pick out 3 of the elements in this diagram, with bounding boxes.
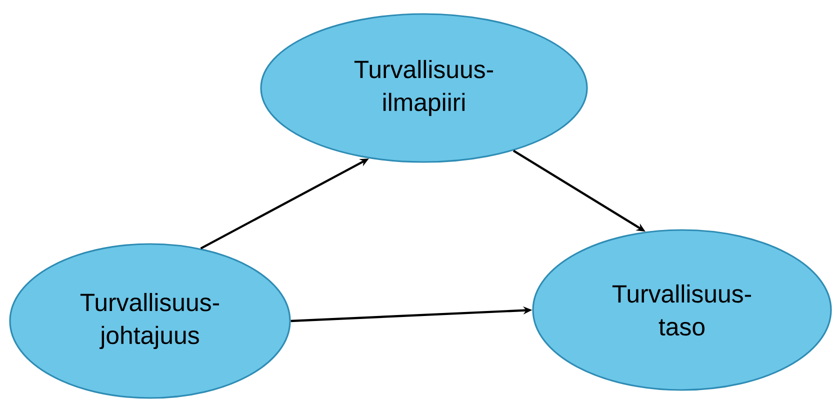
ellipse-node: Turvallisuus- johtajuus	[9, 243, 291, 399]
ellipse-node: Turvallisuus- ilmapiiri	[260, 13, 588, 163]
ellipse-node: Turvallisuus- taso	[532, 229, 832, 391]
